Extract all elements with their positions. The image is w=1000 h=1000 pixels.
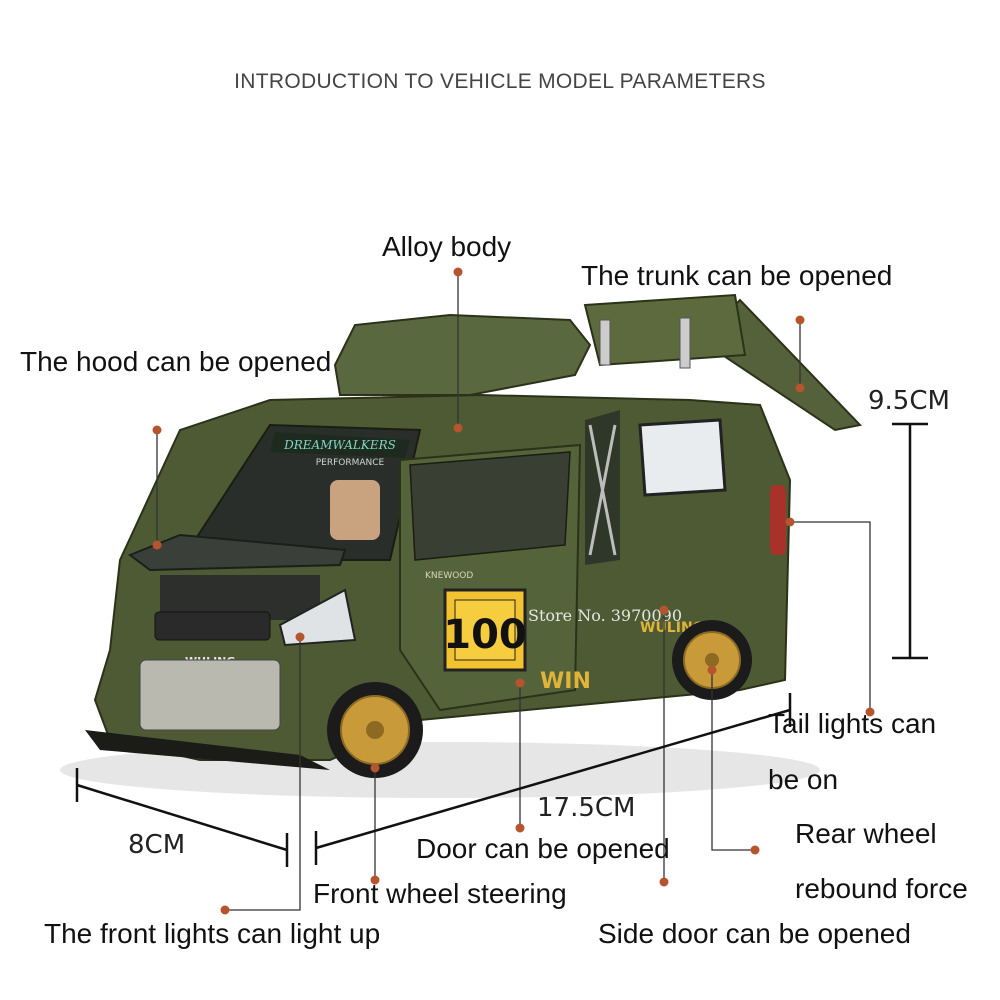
store-watermark: Store No. 3970090 bbox=[528, 606, 683, 625]
wing-strut-right bbox=[679, 317, 691, 369]
hood-dot bbox=[152, 425, 162, 435]
tail-light bbox=[770, 485, 786, 555]
windshield-banner bbox=[270, 432, 410, 458]
width-dimension-label: 8CM bbox=[128, 830, 186, 860]
side-logo-text: WIN bbox=[540, 669, 591, 694]
height-dimension-label: 9.5CM bbox=[868, 386, 950, 416]
rear-wheel-dot bbox=[707, 665, 717, 675]
trunk-dot bbox=[795, 315, 805, 325]
alloy-body-dot bbox=[453, 267, 463, 277]
grille bbox=[154, 611, 271, 641]
door-sponsor-text: KNEWOOD bbox=[425, 571, 473, 581]
roof-box bbox=[333, 313, 592, 396]
page-title: INTRODUCTION TO VEHICLE MODEL PARAMETERS bbox=[234, 70, 766, 93]
label-tail-lights-line1: Tail lights can bbox=[768, 708, 937, 739]
label-front-wheel: Front wheel steering bbox=[313, 878, 567, 909]
label-door: Door can be opened bbox=[416, 833, 670, 864]
side-door-window bbox=[409, 451, 571, 561]
label-front-lights: The front lights can light up bbox=[44, 918, 381, 949]
front-seat bbox=[330, 480, 380, 540]
tail-lights-line bbox=[790, 521, 871, 712]
rear-window bbox=[638, 418, 727, 497]
label-alloy-body: Alloy body bbox=[382, 231, 512, 262]
wing-strut-left bbox=[599, 319, 611, 366]
front-lights-line bbox=[225, 637, 301, 911]
bumper-mesh bbox=[139, 659, 281, 731]
front-wheel-dot bbox=[370, 763, 380, 773]
label-rear-wheel-line1: Rear wheel bbox=[795, 818, 937, 849]
label-hood: The hood can be opened bbox=[20, 346, 332, 377]
label-tail-lights-line2: be on bbox=[768, 764, 839, 795]
race-number: 100 bbox=[443, 612, 527, 658]
windshield-banner-text: DREAMWALKERS bbox=[283, 438, 396, 452]
front-splitter bbox=[85, 730, 330, 770]
label-trunk: The trunk can be opened bbox=[581, 260, 893, 291]
length-dimension-label: 17.5CM bbox=[537, 793, 636, 823]
length-dimension-line bbox=[315, 708, 791, 850]
door-dot bbox=[515, 678, 525, 688]
windshield-sub-text: PERFORMANCE bbox=[316, 458, 385, 468]
headlight bbox=[278, 588, 357, 647]
rear-wing bbox=[583, 293, 747, 367]
hood bbox=[127, 533, 347, 572]
front-lights-dot bbox=[295, 632, 305, 642]
width-dimension-line bbox=[76, 783, 288, 852]
label-rear-wheel-line2: rebound force bbox=[795, 873, 968, 904]
tail-lights-dot bbox=[785, 517, 795, 527]
rear-wheel-line bbox=[711, 670, 755, 851]
label-side-door: Side door can be opened bbox=[598, 918, 911, 949]
side-door-dot bbox=[659, 605, 669, 615]
